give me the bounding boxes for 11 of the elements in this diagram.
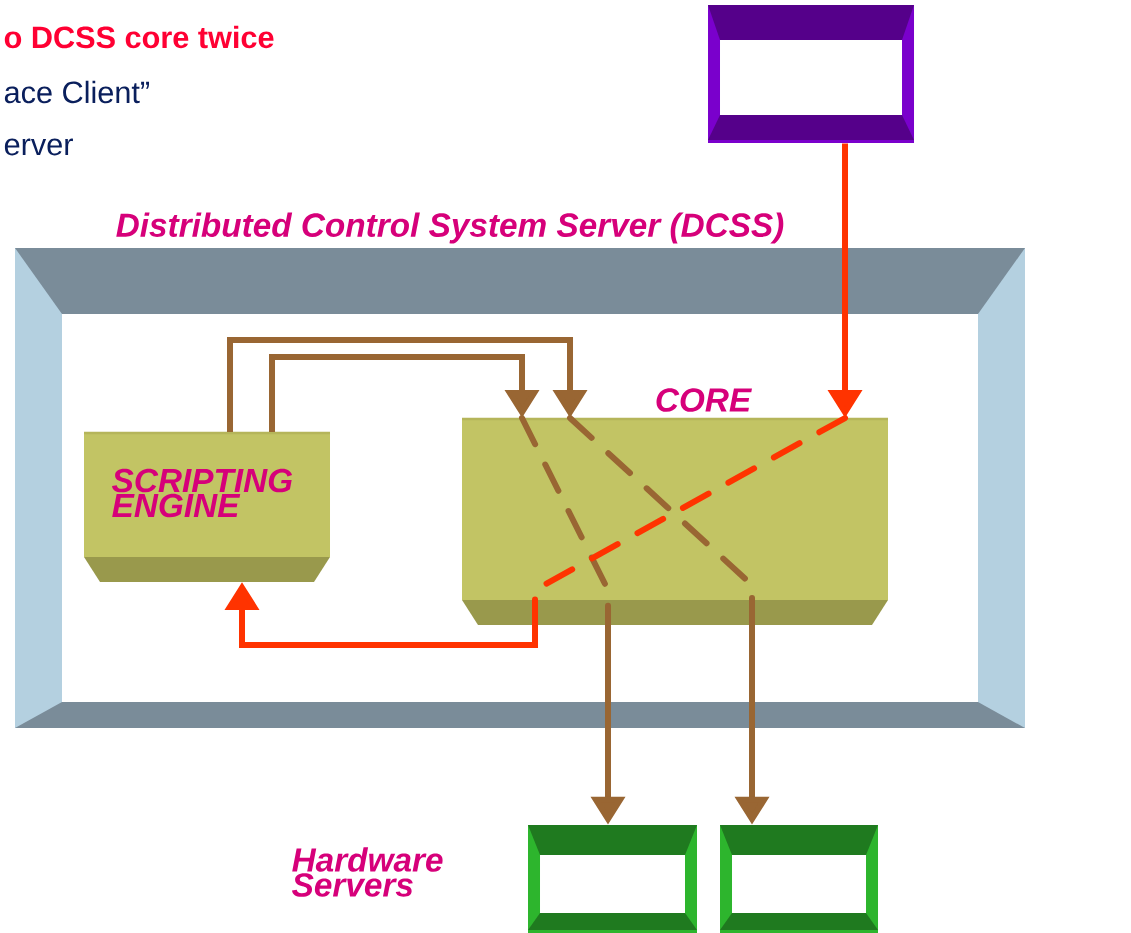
frame-title: Distributed Control System Server (DCSS) — [116, 212, 784, 244]
top-text: erver — [4, 138, 73, 156]
server-box — [708, 5, 914, 143]
top-text: o DCSS core twice — [4, 25, 274, 49]
server-box — [528, 825, 697, 933]
block-title: CORE — [656, 388, 752, 412]
top-text: ace Client” — [4, 80, 149, 104]
server-box — [720, 825, 878, 933]
arrow — [227, 337, 588, 433]
arrow — [269, 354, 540, 433]
group-label: Hardware Servers — [292, 847, 443, 897]
